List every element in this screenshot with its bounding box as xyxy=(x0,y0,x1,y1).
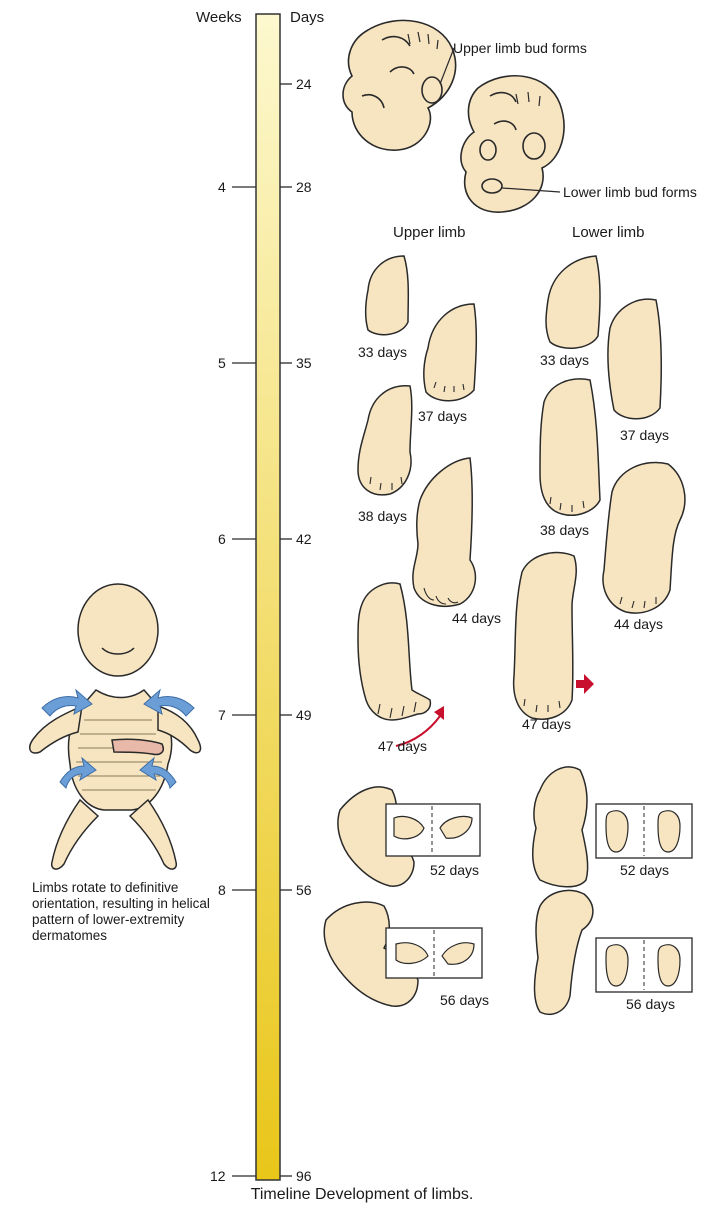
upper-bud-label: Upper limb bud forms xyxy=(453,40,587,56)
lower-rotation-arrow xyxy=(576,674,594,694)
lower-stage-label: 52 days xyxy=(620,862,669,878)
upper-limb-column-title: Upper limb xyxy=(393,225,466,241)
day-tick-label: 35 xyxy=(296,355,312,371)
upper-limb-44 xyxy=(413,458,476,606)
lower-limb-56-leg xyxy=(535,890,593,1014)
upper-limb-47 xyxy=(358,583,430,720)
weeks-header: Weeks xyxy=(196,10,242,26)
week-tick-label: 8 xyxy=(218,882,226,898)
day-tick-label: 42 xyxy=(296,531,312,547)
upper-limb-38 xyxy=(358,386,412,495)
day-tick-label: 56 xyxy=(296,882,312,898)
upper-limb-37 xyxy=(424,304,476,401)
week-tick-label: 7 xyxy=(218,707,226,723)
embryo-upper-bud xyxy=(343,20,456,150)
fetus-dermatomes xyxy=(30,584,201,869)
upper-stage-label: 47 days xyxy=(378,738,427,754)
lower-limb-38 xyxy=(540,379,600,515)
upper-limb-drawings xyxy=(324,256,482,1006)
lower-limb-column-title: Lower limb xyxy=(572,225,645,241)
lower-stage-label: 33 days xyxy=(540,352,589,368)
upper-stage-label: 44 days xyxy=(452,610,501,626)
lower-bud-label: Lower limb bud forms xyxy=(563,184,697,200)
day-tick-label: 49 xyxy=(296,707,312,723)
upper-stage-label: 52 days xyxy=(430,862,479,878)
lower-limb-52-leg xyxy=(533,767,588,887)
days-header: Days xyxy=(290,10,324,26)
lower-stage-label: 47 days xyxy=(522,716,571,732)
lower-limb-37 xyxy=(608,299,661,419)
fetus-rotation-note: Limbs rotate to definitive orientation, … xyxy=(32,880,218,944)
timeline-bar xyxy=(256,14,280,1180)
lower-limb-33 xyxy=(546,256,600,348)
day-tick-label: 24 xyxy=(296,76,312,92)
upper-stage-label: 33 days xyxy=(358,344,407,360)
day-tick-label: 28 xyxy=(296,179,312,195)
lower-limb-47 xyxy=(514,553,577,720)
lower-limb-drawings xyxy=(514,256,692,1014)
lower-limb-44 xyxy=(603,462,685,613)
upper-stage-label: 56 days xyxy=(440,992,489,1008)
lower-stage-label: 56 days xyxy=(626,996,675,1012)
upper-stage-label: 37 days xyxy=(418,408,467,424)
week-tick-label: 4 xyxy=(218,179,226,195)
week-tick-label: 12 xyxy=(210,1168,226,1184)
lower-stage-label: 37 days xyxy=(620,427,669,443)
week-tick-label: 6 xyxy=(218,531,226,547)
upper-limb-33 xyxy=(366,256,409,335)
figure-caption: Timeline Development of limbs. xyxy=(0,1186,724,1204)
lower-stage-label: 38 days xyxy=(540,522,589,538)
upper-stage-label: 38 days xyxy=(358,508,407,524)
lower-stage-label: 44 days xyxy=(614,616,663,632)
week-tick-label: 5 xyxy=(218,355,226,371)
day-tick-label: 96 xyxy=(296,1168,312,1184)
